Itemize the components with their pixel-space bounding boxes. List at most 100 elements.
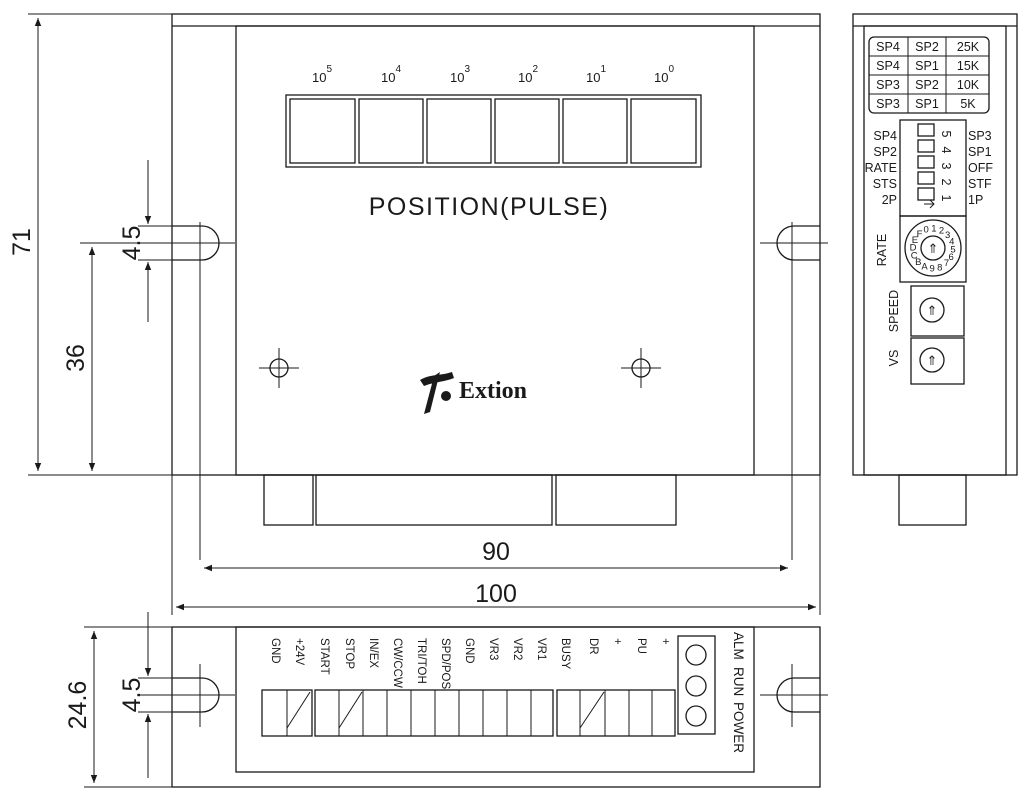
dip-switch[interactable]: [917, 187, 935, 201]
dip-number: 1: [939, 195, 953, 202]
dip-number: 4: [939, 147, 953, 154]
dip-switch[interactable]: [917, 123, 935, 137]
side-view: SP4 SP2 25K SP4 SP1 15K SP3 SP2 10K SP3 …: [852, 13, 1018, 526]
connector-right: [555, 474, 677, 526]
digit-switch-window: [285, 94, 702, 168]
table-cell: SP3: [876, 78, 900, 92]
digit-label: 104: [381, 64, 401, 85]
table-cell: SP2: [915, 40, 939, 54]
led-label-run: RUN: [731, 667, 746, 696]
pot-arrow-icon: ⇑: [927, 303, 938, 318]
rotary-char: F: [917, 229, 923, 240]
rotary-char: 5: [950, 244, 955, 255]
digit-switch[interactable]: [289, 98, 356, 164]
dim-hole-pitch: 90: [482, 538, 510, 566]
rotary-char: C: [911, 250, 918, 261]
rotary-char: 1: [931, 224, 936, 235]
arrow-icon: [924, 199, 935, 209]
rotary-char: A: [921, 262, 928, 273]
rotary-char: B: [915, 257, 921, 268]
dim-height-total: 71: [8, 228, 36, 256]
digit-switch[interactable]: [630, 98, 697, 164]
led-label-alm: ALM: [731, 632, 746, 660]
connector-center: [315, 474, 553, 526]
front-dimensions: 71 36 4.5 90 100: [8, 13, 821, 615]
rotary-char: E: [912, 235, 918, 246]
table-cell: 5K: [960, 97, 976, 111]
bottom-dimensions: 24.6 4.5: [64, 612, 172, 788]
brand-logo: Extion: [420, 372, 527, 414]
front-view: 105 104 103 102 101 100 POSITION(PULSE): [138, 13, 828, 560]
rotary-char: 3: [945, 230, 950, 241]
table-cell: 25K: [957, 40, 980, 54]
digit-label: 103: [450, 64, 470, 85]
terminal-label: BUSY: [559, 638, 571, 670]
digit-label: 105: [312, 64, 332, 85]
dip-label-left: STS: [873, 177, 897, 191]
vs-potentiometer[interactable]: ⇑: [910, 337, 965, 385]
digit-switch[interactable]: [562, 98, 628, 164]
rotary-knob-icon: [920, 235, 946, 261]
led-run: [685, 675, 707, 697]
terminal-label: PU: [635, 638, 647, 654]
digit-switches: [289, 98, 697, 164]
digit-label: 101: [586, 64, 606, 85]
table-cell: 15K: [957, 59, 980, 73]
terminal-label: +: [659, 638, 671, 645]
dim-hole-height: 36: [62, 344, 90, 372]
terminal-label: START: [318, 638, 330, 675]
dip-label-right: 1P: [968, 193, 983, 207]
side-connector: [898, 474, 967, 526]
dip-label-left: SP2: [873, 145, 897, 159]
rotary-char: 4: [949, 237, 954, 248]
rotary-arrow-icon: ⇑: [928, 241, 939, 256]
led-alm: [685, 644, 707, 666]
dip-label-left: SP4: [873, 129, 897, 143]
dip-number: 2: [939, 179, 953, 186]
table-cell: 10K: [957, 78, 980, 92]
digit-switch[interactable]: [494, 98, 560, 164]
bottom-view: GND +24V START STOP IN/EX CW/CCW TRI/TOH SPD/PO…: [138, 626, 828, 788]
dim-slot-width-bottom: 4.5: [118, 678, 146, 713]
mount-hole-left: [259, 348, 299, 388]
table-cell: SP2: [915, 78, 939, 92]
terminal-label: CW/CCW: [391, 638, 403, 688]
dip-switch[interactable]: [917, 155, 935, 169]
terminal-label: +24V: [293, 638, 305, 666]
rotary-char: 2: [939, 225, 944, 236]
digit-label: 102: [518, 64, 538, 85]
dip-switch[interactable]: [917, 139, 935, 153]
rotary-char: 7: [944, 258, 949, 269]
dip-label-left: RATE: [865, 161, 897, 175]
terminal-label: TRI/TOH: [415, 638, 427, 684]
terminal-label: IN/EX: [367, 638, 379, 668]
digit-labels: 105 104 103 102 101 100: [312, 64, 674, 85]
dip-label-left: 2P: [882, 193, 897, 207]
rotary-char: 0: [924, 225, 929, 236]
dip-number: 3: [939, 163, 953, 170]
dip-label-right: SP1: [968, 145, 992, 159]
table-cell: SP3: [876, 97, 900, 111]
digit-label: 100: [654, 64, 674, 85]
led-power: [685, 705, 707, 727]
rotary-char: D: [910, 243, 917, 254]
digit-switch[interactable]: [426, 98, 492, 164]
terminal-label: +: [611, 638, 623, 645]
terminal-block-2: [314, 689, 554, 737]
dip-switch[interactable]: [917, 171, 935, 185]
digit-switch[interactable]: [358, 98, 424, 164]
terminal-label: STOP: [343, 638, 355, 669]
terminal-block-3: [556, 689, 676, 737]
dip-label-right: STF: [968, 177, 992, 191]
table-cell: SP4: [876, 40, 900, 54]
table-cell: SP1: [915, 59, 939, 73]
speed-potentiometer[interactable]: ⇑: [910, 285, 965, 337]
led-label-power: POWER: [731, 702, 746, 753]
speed-table: SP4 SP2 25K SP4 SP1 15K SP3 SP2 10K SP3 …: [868, 36, 990, 114]
rotary-char: 6: [948, 252, 953, 263]
terminal-label: SPD/POS: [439, 638, 451, 689]
front-outer-frame: [171, 13, 821, 476]
terminal-label: GND: [269, 638, 281, 664]
connector-small: [263, 474, 314, 526]
